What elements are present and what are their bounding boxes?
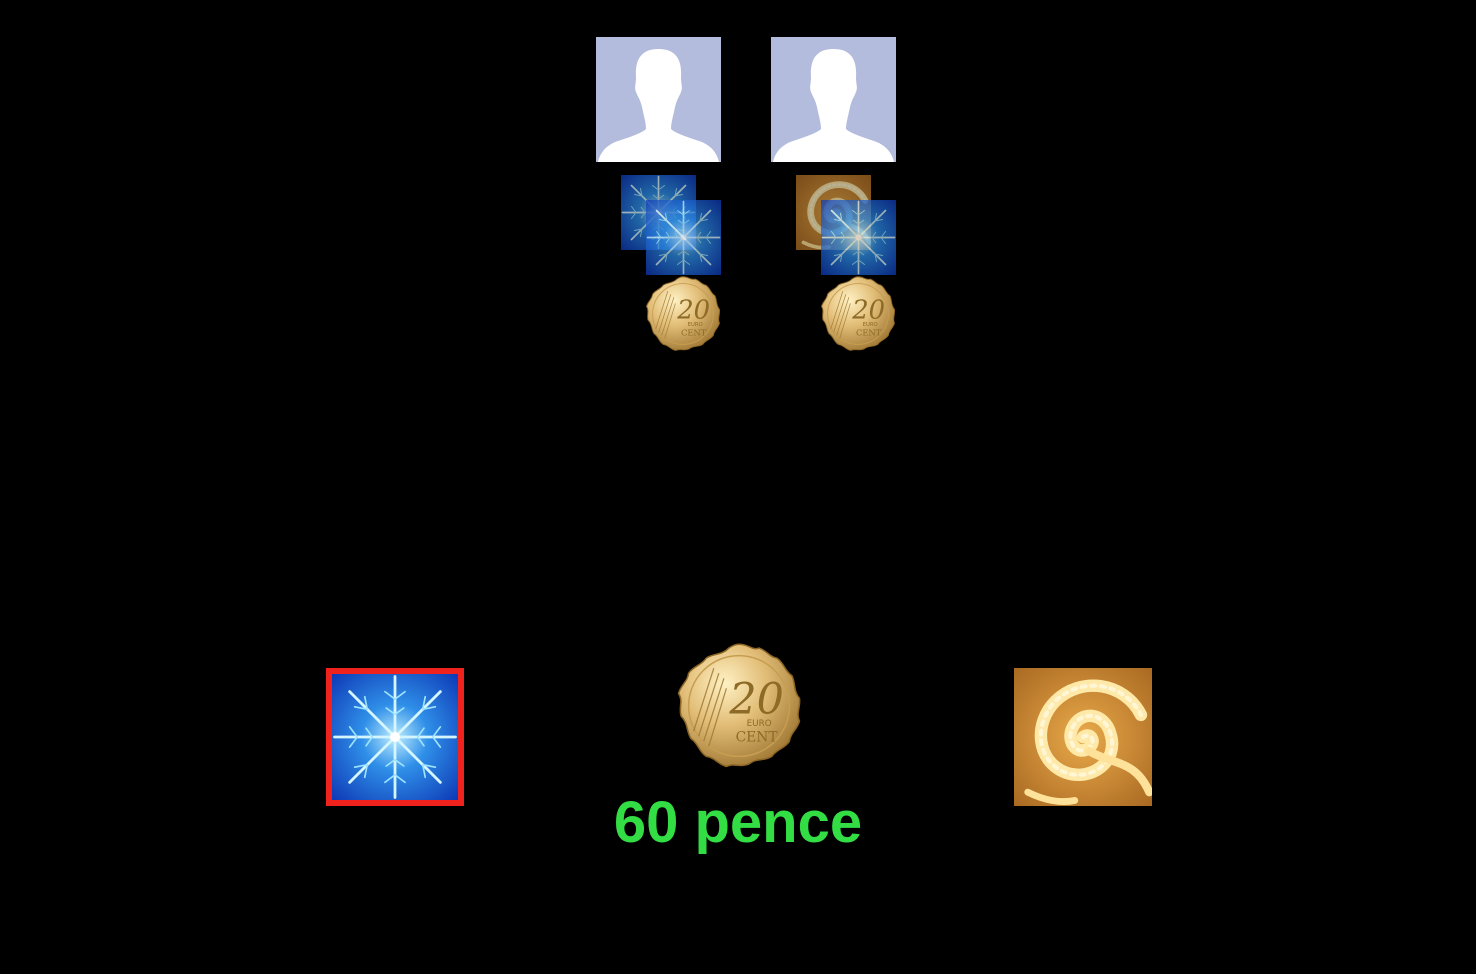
player-1-avatar	[596, 37, 721, 162]
blue-fractal-icon	[646, 200, 721, 275]
player-2-coin	[820, 276, 896, 352]
choice-orange-spiral-fractal[interactable]	[1014, 668, 1152, 806]
payout-text: 60 pence	[613, 790, 863, 855]
euro-20-cent-coin-icon	[645, 276, 721, 352]
profile-silhouette-icon	[596, 37, 721, 162]
euro-20-cent-coin-icon	[676, 643, 802, 769]
blue-fractal-icon	[821, 200, 896, 275]
player-1-coin	[645, 276, 721, 352]
profile-silhouette-icon	[771, 37, 896, 162]
center-coin	[676, 643, 802, 769]
euro-20-cent-coin-icon	[820, 276, 896, 352]
choice-blue-fractal[interactable]	[326, 668, 464, 806]
player-1-history-tile-2	[646, 200, 721, 275]
player-2-avatar	[771, 37, 896, 162]
player-2-history-tile-2	[821, 200, 896, 275]
blue-fractal-icon	[332, 674, 458, 800]
orange-spiral-fractal-icon	[1014, 668, 1152, 806]
